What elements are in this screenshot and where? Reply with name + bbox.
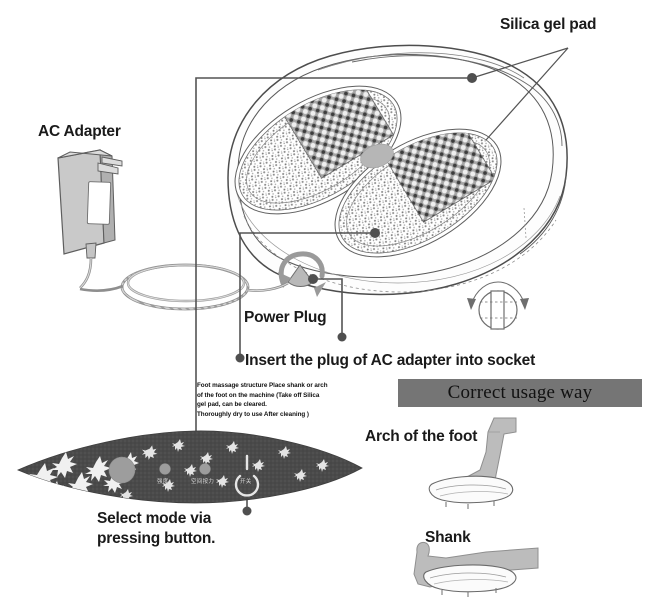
label-insert-plug: Insert the plug of AC adapter into socke… xyxy=(245,352,536,369)
ac-adapter xyxy=(57,149,123,289)
banner-correct-usage-way: Correct usage way xyxy=(398,379,642,407)
device-seam xyxy=(523,207,527,239)
leader-lower-bracket xyxy=(239,232,375,358)
footnote-line-2: of the foot on the machine (Take off Sil… xyxy=(197,391,320,399)
label-arch-of-the-foot: Arch of the foot xyxy=(365,428,478,445)
power-plug-socket xyxy=(278,251,326,297)
device-top-highlight xyxy=(351,55,563,147)
rotation-icon xyxy=(467,281,529,330)
leader-top-bracket xyxy=(195,77,472,381)
label-select-mode: Select mode via pressing button. xyxy=(97,510,216,547)
power-icon[interactable] xyxy=(234,454,260,497)
device-top-highlight-2 xyxy=(317,52,525,79)
device-right-edge xyxy=(519,175,567,255)
leader-socket xyxy=(313,278,343,335)
caption-power-button: 开关 xyxy=(240,479,252,485)
leader-silica-a xyxy=(471,47,569,79)
power-cable-coil xyxy=(79,263,289,311)
arch-usage-illustration xyxy=(428,417,517,509)
device-center-emblem xyxy=(360,143,394,169)
mode-dial-button[interactable] xyxy=(108,456,136,484)
footnote-text: Foot massage structure Place shank or ar… xyxy=(197,381,349,419)
shank-usage-illustration xyxy=(413,541,539,597)
leader-lines xyxy=(195,47,569,516)
control-panel xyxy=(16,430,363,504)
footnote-line-4: Thoroughly dry to use After cleaning ) xyxy=(197,410,309,418)
intensity-button[interactable] xyxy=(159,463,171,475)
device-base-line xyxy=(243,215,557,293)
label-power-plug: Power Plug xyxy=(244,309,327,326)
caption-timer-button: 空间按力 xyxy=(191,479,215,485)
label-ac-adapter: AC Adapter xyxy=(38,123,121,140)
label-silica-gel-pad: Silica gel pad xyxy=(500,16,597,33)
leader-silica-b xyxy=(485,47,569,141)
device-base-line-2 xyxy=(235,189,561,284)
label-shank: Shank xyxy=(425,529,471,546)
timer-button[interactable] xyxy=(199,463,211,475)
footnote-line-3: gel pad, can be cleared. xyxy=(197,401,267,409)
caption-intensity-button: 强度 xyxy=(157,479,169,485)
footnote-line-1: Foot massage structure Place shank or ar… xyxy=(197,382,328,389)
